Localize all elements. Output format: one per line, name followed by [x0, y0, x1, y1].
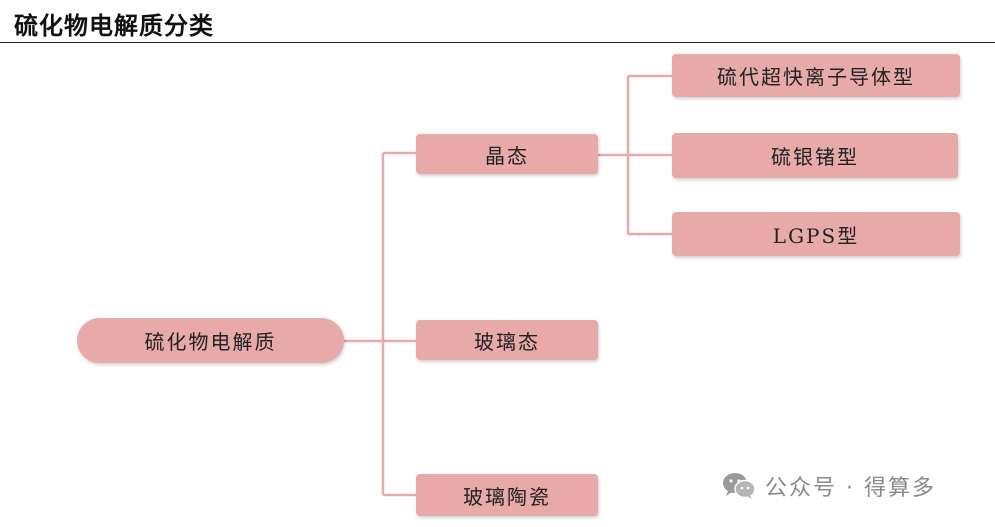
branch-node-crystalline: 晶态 — [416, 134, 598, 174]
root-node-sulfide-electrolyte: 硫化物电解质 — [77, 318, 344, 363]
branch-node-glass: 玻璃态 — [416, 320, 598, 360]
branch-node-glass-ceramic: 玻璃陶瓷 — [416, 474, 598, 516]
watermark: 公众号 · 得算多 — [721, 470, 936, 502]
watermark-text: 公众号 · 得算多 — [765, 476, 936, 501]
leaf-node-thio-lisicon: 硫代超快离子导体型 — [672, 54, 960, 97]
wechat-icon — [723, 473, 756, 499]
leaf-node-lgps: LGPS型 — [672, 212, 960, 256]
title-divider — [0, 42, 995, 43]
page-title: 硫化物电解质分类 — [14, 12, 214, 40]
leaf-node-argyrodite: 硫银锗型 — [672, 133, 958, 178]
